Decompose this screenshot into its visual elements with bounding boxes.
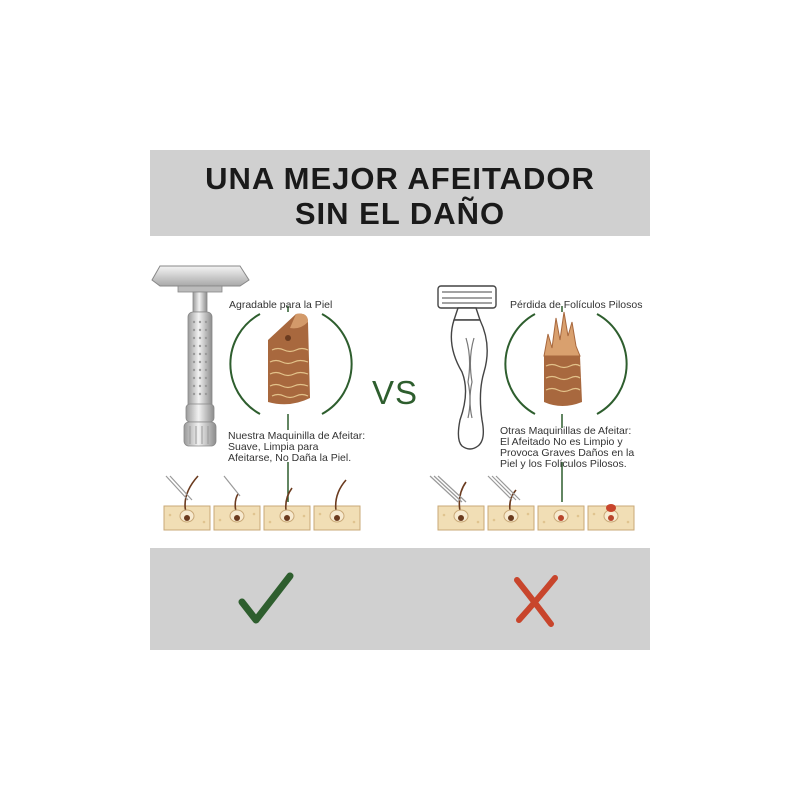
right-description-line-1: Otras Maquinillas de Afeitar: [500, 425, 632, 437]
cross-mark-icon [514, 575, 558, 627]
title-banner: UNA MEJOR AFEITADOR SIN EL DAÑO [150, 150, 650, 236]
left-caption-label: Agradable para la Piel [229, 299, 333, 311]
versus-label: VS [372, 374, 419, 411]
right-description-line-4: Piel y los Folículos Pilosos. [500, 458, 627, 470]
verdict-banner [150, 548, 650, 650]
page-title-line-2: SIN EL DAÑO [294, 196, 506, 231]
right-description-line-3: Provoca Graves Daños en la [500, 447, 635, 459]
right-description-line-2: El Afeitado No es Limpio y [500, 436, 623, 448]
left-description-line-3: Afeitarse, No Daña la Piel. [228, 452, 352, 464]
left-description-line-2: Suave, Limpia para [228, 441, 319, 453]
page-title-line-1: UNA MEJOR AFEITADOR [205, 161, 595, 196]
right-description: Otras Maquinillas de Afeitar: El Afeitad… [500, 426, 660, 470]
check-mark-icon [238, 572, 294, 624]
left-description: Nuestra Maquinilla de Afeitar: Suave, Li… [228, 431, 408, 464]
left-description-line-1: Nuestra Maquinilla de Afeitar: [228, 430, 366, 442]
right-caption-label: Pérdida de Folículos Pilosos [510, 299, 643, 311]
